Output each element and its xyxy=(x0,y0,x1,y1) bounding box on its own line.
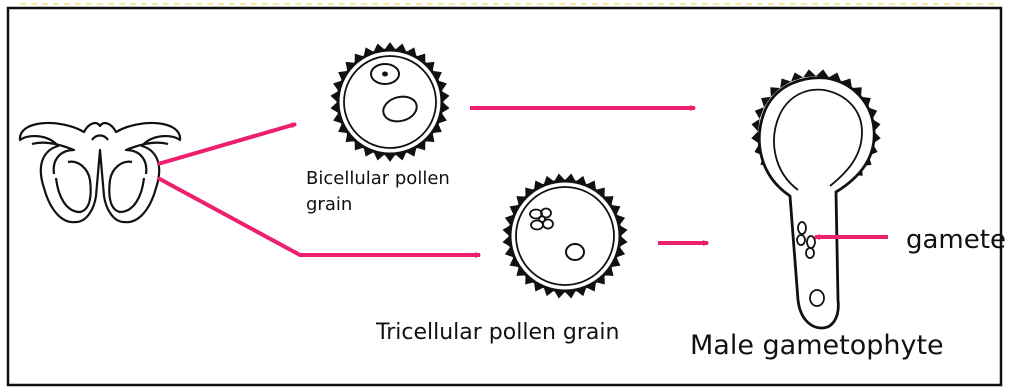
tricellular-pollen-grain-label: Tricellular pollen grain xyxy=(376,320,619,345)
arrow-anther-to-bicellular xyxy=(158,124,296,164)
bicellular-pollen-grain-icon xyxy=(331,43,448,161)
male-gametophyte-icon xyxy=(751,69,880,328)
anther-cross-section-icon xyxy=(20,123,180,222)
bicellular-pollen-grain-label: Bicellular pollen grain xyxy=(306,166,486,218)
male-gametophyte-label: Male gametophyte xyxy=(690,330,944,361)
tricellular-pollen-grain-icon xyxy=(503,174,626,297)
gamete-label: gamete xyxy=(906,226,1006,256)
